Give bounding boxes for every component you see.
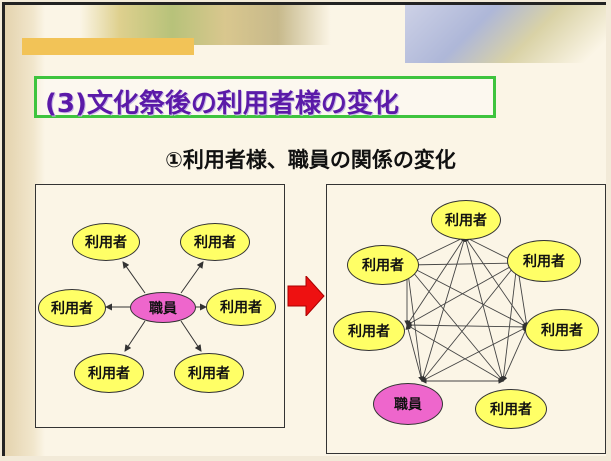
staff-node: 職員: [373, 383, 443, 425]
flower-decoration: [405, 5, 606, 63]
user-node: 利用者: [74, 353, 144, 393]
user-node: 利用者: [38, 289, 106, 327]
after-diagram: 利用者 利用者 利用者 利用者 利用者 職員 利用者: [326, 184, 606, 454]
slide-subtitle: ①利用者様、職員の関係の変化: [165, 148, 456, 172]
user-node: 利用者: [507, 240, 581, 282]
user-node: 利用者: [347, 245, 419, 285]
user-node: 利用者: [525, 309, 599, 351]
user-node: 利用者: [431, 200, 501, 240]
accent-bar: [22, 38, 194, 55]
staff-node: 職員: [130, 292, 196, 323]
user-node: 利用者: [475, 389, 547, 429]
slide-title: (3)文化祭後の利用者様の変化: [45, 89, 399, 119]
edge-staff-user1: [122, 261, 146, 294]
title-box: (3)文化祭後の利用者様の変化: [34, 76, 496, 119]
user-node: 利用者: [206, 288, 276, 326]
transition-arrow-icon: [287, 276, 325, 316]
user-node: 利用者: [180, 223, 250, 261]
edge-staff-user5: [124, 320, 146, 352]
user-node: 利用者: [333, 311, 405, 351]
edge-staff-user6: [180, 320, 202, 352]
user-node: 利用者: [174, 353, 244, 393]
before-diagram: 職員 利用者 利用者 利用者 利用者 利用者 利用者: [35, 184, 285, 428]
edge-staff-user2: [180, 261, 204, 294]
user-node: 利用者: [72, 223, 140, 261]
